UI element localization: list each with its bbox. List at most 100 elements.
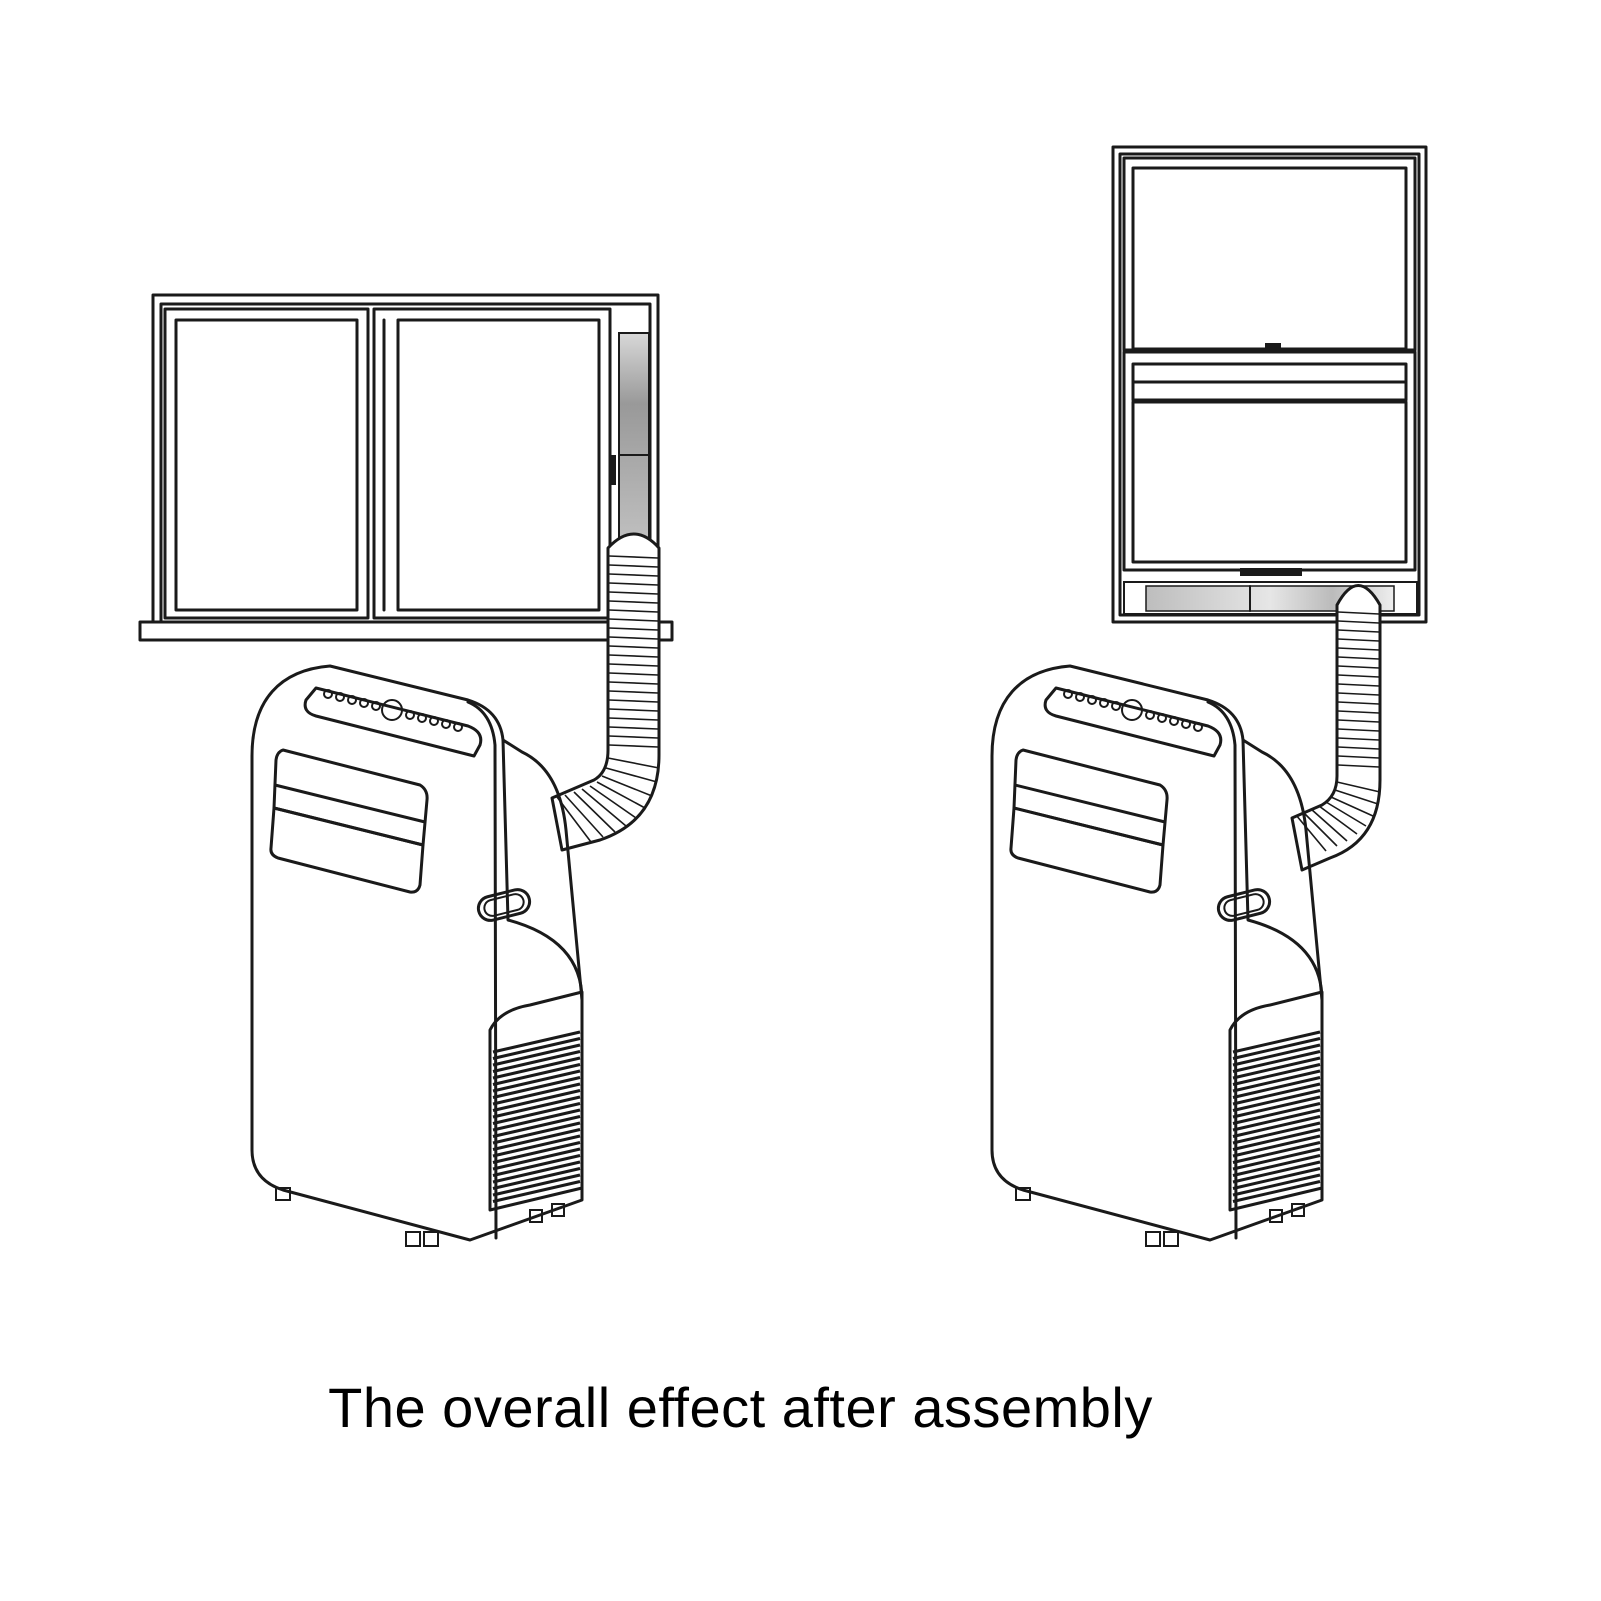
control-button-icon xyxy=(1111,701,1121,711)
hose-rib xyxy=(608,717,659,721)
hose-rib xyxy=(1302,811,1338,847)
vent-louver xyxy=(1232,1173,1321,1197)
hose-rib xyxy=(1337,737,1380,741)
vent-louver xyxy=(1232,1180,1321,1203)
control-button-icon xyxy=(1087,695,1097,705)
control-button-icon xyxy=(441,719,451,729)
hose-rib xyxy=(1337,674,1380,678)
hose-rib xyxy=(1337,629,1380,633)
vent-louver xyxy=(492,1063,581,1086)
control-button-icon xyxy=(1181,719,1191,729)
hose-rib xyxy=(608,609,659,613)
hose-rib xyxy=(1337,764,1380,768)
vent-louver xyxy=(1232,1154,1321,1177)
hose-rib xyxy=(608,663,659,667)
control-button-icon xyxy=(1099,698,1109,708)
vent-louver xyxy=(1232,1167,1321,1190)
hose-rib xyxy=(608,672,659,676)
vent-louver xyxy=(492,1056,581,1080)
control-button-icon xyxy=(1193,722,1203,732)
hose-rib xyxy=(1337,620,1380,624)
hose-rib xyxy=(608,645,659,649)
vent-louver xyxy=(1232,1115,1321,1138)
vent-louver xyxy=(492,1121,581,1145)
control-button-icon xyxy=(1169,716,1179,726)
sash-lock-icon xyxy=(1265,343,1281,350)
hose-rib xyxy=(608,555,659,559)
hose-rib xyxy=(608,690,659,694)
control-button-icon xyxy=(323,689,333,699)
vent-louver xyxy=(492,1180,581,1203)
vent-louver xyxy=(1232,1050,1321,1073)
hose-rib xyxy=(608,681,659,685)
hose-rib xyxy=(1337,647,1380,651)
hose-rib xyxy=(1334,789,1379,805)
control-button-icon xyxy=(1145,710,1155,720)
control-button-icon xyxy=(405,710,415,720)
hose-rib xyxy=(1295,814,1327,852)
hose-rib xyxy=(608,582,659,586)
hose-rib xyxy=(601,775,653,797)
vent-louver xyxy=(1232,1134,1321,1158)
hung-window xyxy=(1111,145,1428,624)
vent-louver xyxy=(492,1102,581,1125)
vent-louver xyxy=(1232,1043,1321,1067)
vent-louver xyxy=(1232,1037,1321,1060)
hose-rib xyxy=(1337,665,1380,669)
hose-rib xyxy=(608,618,659,622)
vent-louver xyxy=(1232,1141,1321,1164)
vent-louver xyxy=(492,1030,581,1054)
control-buttons xyxy=(1063,689,1203,732)
hose-rib xyxy=(1337,656,1380,660)
sliding-window xyxy=(138,293,674,642)
hose-rib xyxy=(608,600,659,604)
vent-louver xyxy=(1232,1102,1321,1125)
control-panel xyxy=(1043,686,1223,758)
vent-louver xyxy=(492,1082,581,1106)
hose-rib xyxy=(608,744,659,748)
hose-rib xyxy=(608,708,659,712)
hose-rib xyxy=(1337,728,1380,732)
hose-rib xyxy=(581,788,627,827)
vent-louver xyxy=(1232,1063,1321,1086)
side-vent xyxy=(488,990,584,1212)
hose-rib xyxy=(1318,805,1358,835)
control-button-icon xyxy=(1075,692,1085,702)
vent-louver xyxy=(492,1115,581,1138)
hose-rib xyxy=(608,591,659,595)
hose-rib xyxy=(608,735,659,739)
vent-louver xyxy=(492,1167,581,1190)
vent-louver xyxy=(1232,1069,1321,1093)
hose-rib xyxy=(608,636,659,640)
vent-louver xyxy=(492,1089,581,1112)
hose-rib xyxy=(1337,692,1380,696)
portable-ac-left xyxy=(250,664,584,1247)
vent-louver xyxy=(492,1069,581,1093)
vent-louver xyxy=(492,1128,581,1151)
control-button-icon xyxy=(347,695,357,705)
vent-louver xyxy=(492,1154,581,1177)
vent-louver xyxy=(492,1050,581,1073)
hose-rib xyxy=(1337,611,1380,615)
vent-louver xyxy=(492,1173,581,1197)
hose-rib xyxy=(1325,801,1367,827)
caption: The overall effect after assembly xyxy=(0,1375,1601,1440)
side-vent xyxy=(1228,990,1324,1212)
control-button-icon xyxy=(453,722,463,732)
hose-rib xyxy=(605,767,658,783)
hose-rib xyxy=(607,757,660,769)
handle-icon xyxy=(476,888,532,922)
hose-rib xyxy=(1337,701,1380,705)
hose-rib xyxy=(608,573,659,577)
vent-louver xyxy=(492,1141,581,1164)
vent-louver xyxy=(1232,1076,1321,1099)
hose-rib xyxy=(596,781,646,809)
hose-rib xyxy=(608,726,659,730)
vent-louver xyxy=(492,1160,581,1184)
vent-louver xyxy=(1232,1089,1321,1112)
hose-rib xyxy=(608,699,659,703)
control-button-icon xyxy=(1157,713,1167,723)
control-dial-icon xyxy=(1121,699,1143,721)
hose-rib xyxy=(1337,746,1380,750)
